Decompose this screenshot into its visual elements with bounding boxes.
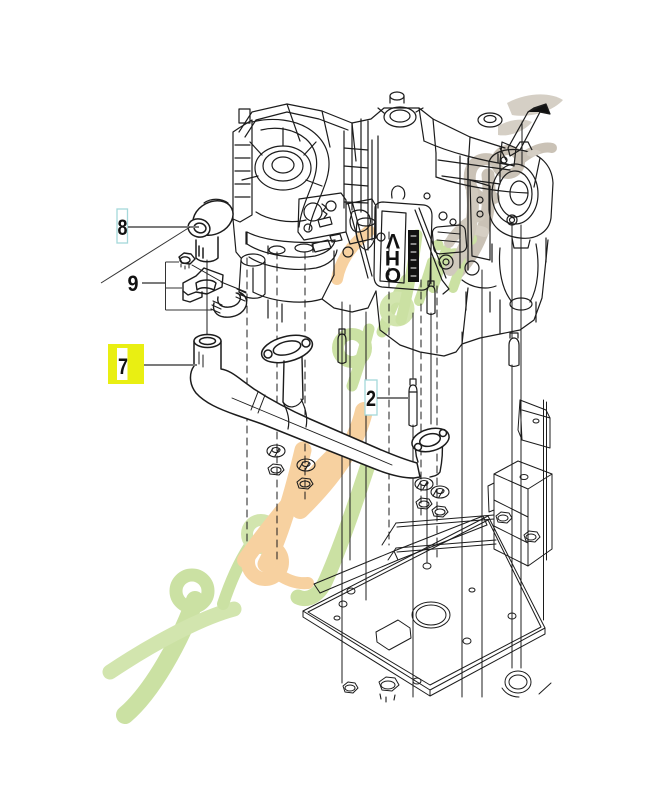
svg-text:9: 9 — [128, 271, 139, 296]
svg-text:O: O — [385, 263, 401, 286]
svg-text:7: 7 — [118, 354, 128, 379]
svg-text:8: 8 — [118, 215, 128, 240]
svg-text:V: V — [386, 229, 400, 252]
svg-text:H: H — [385, 246, 400, 269]
svg-text:2: 2 — [366, 386, 376, 411]
